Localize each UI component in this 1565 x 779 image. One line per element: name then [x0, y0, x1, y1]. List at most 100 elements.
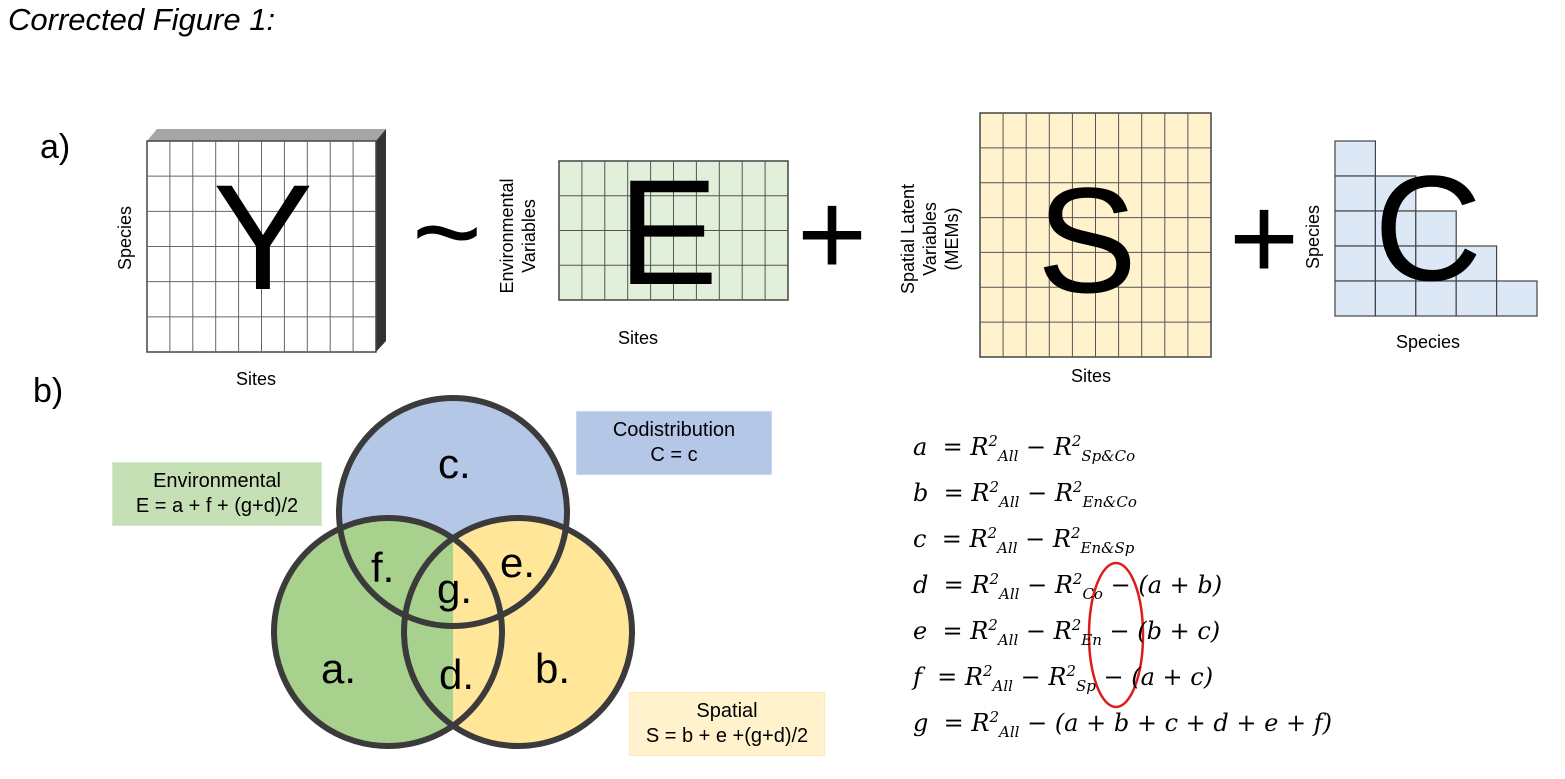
e-matrix-letter: E [617, 148, 719, 316]
panel-a-label: a) [40, 128, 71, 166]
y-matrix [146, 129, 386, 353]
eq-sub-all: All [992, 676, 1013, 695]
equation-g: g = R2All − (a + b + c + d + e + f) [913, 708, 1332, 741]
eq-sub-term: Sp [1075, 676, 1096, 695]
figure-title: Corrected Figure 1: [8, 2, 276, 37]
eq-lhs: g [913, 709, 929, 737]
spatial-title: Spatial [696, 700, 758, 722]
eq-minus-r2: − R [1027, 479, 1073, 507]
c-matrix-cell [1334, 175, 1377, 212]
equation-d: d = R2All − R2Co − (a + b) [913, 570, 1222, 603]
venn-codistribution-outline [336, 395, 570, 629]
equation-f: f = R2All − R2Sp − (a + c) [913, 662, 1213, 695]
eq-sup: 2 [1071, 432, 1082, 450]
environmental-title: Environmental [153, 470, 281, 492]
y-matrix-grid [147, 141, 376, 352]
venn-label-d: d. [439, 651, 475, 698]
eq-tail: − (a + b + c + d + e + f) [1027, 709, 1332, 737]
c-matrix-col-label: Species [1395, 332, 1461, 352]
e-matrix-col-label: Sites [617, 328, 659, 348]
codistribution-title: Codistribution [612, 419, 736, 441]
e-matrix-grid [559, 161, 788, 300]
eq-r2-all: = R [937, 663, 983, 691]
s-row-label-line1: Spatial Latent [898, 183, 918, 295]
eq-sub-all: All [997, 538, 1018, 557]
c-matrix-cell [1495, 280, 1538, 317]
c-matrix-cell [1415, 210, 1457, 247]
venn-label-b: b. [535, 645, 571, 692]
eq-minus-r2: − R [1025, 525, 1071, 553]
eq-sub-term: En&Co [1082, 492, 1137, 511]
c-matrix-cell [1334, 210, 1377, 247]
s-matrix [979, 112, 1212, 358]
eq-sup: 2 [1066, 662, 1076, 680]
spatial-formula: S = b + e +(g+d)/2 [645, 725, 809, 747]
y-matrix-side-face [376, 129, 386, 352]
e-matrix [558, 160, 789, 301]
c-matrix-cell [1455, 245, 1498, 282]
equation-c: c = R2All − R2En&Sp [913, 524, 1134, 557]
eq-tail: − (a + c) [1103, 663, 1214, 691]
venn-label-a: a. [321, 645, 357, 692]
c-matrix-cell [1415, 280, 1457, 317]
equation-e: e = R2All − R2En − (b + c) [913, 616, 1220, 649]
eq-lhs: e [913, 617, 928, 645]
eq-sub-term: En [1081, 630, 1102, 649]
eq-tail: − (b + c) [1109, 617, 1221, 645]
eq-sup: 2 [988, 616, 998, 634]
c-matrix-cell [1334, 280, 1377, 317]
eq-sup: 2 [1070, 524, 1081, 542]
c-matrix-cell [1374, 280, 1417, 317]
s-matrix-col-label: Sites [1070, 366, 1112, 386]
venn-label-e: e. [500, 539, 536, 586]
plus-operator-1: + [796, 167, 868, 301]
eq-sup: 2 [1071, 616, 1082, 634]
venn-label-c: c. [438, 440, 471, 487]
venn-spatial-outline [401, 515, 635, 749]
e-row-label-line1: Environmental [497, 178, 517, 294]
eq-sub-term: Sp&Co [1081, 446, 1136, 465]
e-matrix-row-label: Environmental Variables [496, 178, 540, 293]
y-matrix-col-label: Sites [235, 369, 277, 389]
codistribution-formula: C = c [650, 444, 698, 466]
equation-b: b = R2All − R2En&Co [913, 478, 1137, 511]
eq-sup: 2 [982, 662, 993, 680]
venn-label-f: f. [371, 544, 395, 591]
s-row-label-line3: (MEMs) [942, 207, 962, 271]
eq-sub-all: All [999, 492, 1020, 511]
equation-a: a = R2All − R2Sp&Co [913, 432, 1135, 465]
eq-sup: 2 [989, 708, 999, 726]
venn-environmental-outline [271, 515, 505, 749]
y-matrix-top-face [147, 129, 386, 141]
y-matrix-row-label: Species [115, 205, 135, 271]
codistribution-box: Codistribution C = c [576, 411, 772, 475]
eq-minus-r2: − R [1026, 433, 1072, 461]
eq-r2-all: = R [943, 571, 990, 599]
eq-tail: − (a + b) [1110, 571, 1223, 599]
eq-sub-all: All [999, 584, 1020, 603]
y-matrix-letter: Y [212, 153, 314, 321]
eq-sup: 2 [1072, 570, 1083, 588]
eq-sup: 2 [989, 570, 999, 588]
eq-sub-all: All [997, 630, 1019, 649]
tilde-operator: ~ [411, 165, 483, 299]
panel-b-label: b) [33, 372, 64, 410]
s-matrix-letter: S [1036, 156, 1138, 324]
eq-r2-all: = R [941, 525, 988, 553]
eq-sup: 2 [989, 478, 999, 496]
s-matrix-row-label: Spatial Latent Variables (MEMs) [897, 184, 963, 294]
environmental-box: Environmental E = a + f + (g+d)/2 [112, 462, 322, 526]
eq-sub-term: Co [1082, 584, 1103, 603]
c-matrix-cell [1334, 140, 1377, 177]
eq-lhs: f [913, 663, 922, 691]
eq-sup: 2 [987, 524, 998, 542]
s-matrix-grid [980, 113, 1211, 357]
eq-sup: 2 [1072, 478, 1083, 496]
c-matrix-row-label: Species [1303, 204, 1323, 270]
spatial-box: Spatial S = b + e +(g+d)/2 [629, 692, 825, 756]
eq-lhs: d [913, 571, 929, 599]
